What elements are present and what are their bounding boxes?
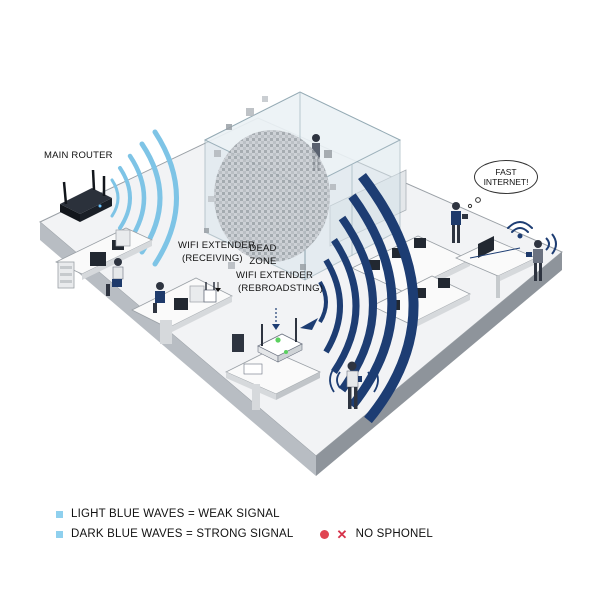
bubble-line-2: INTERNET! xyxy=(483,177,529,187)
extender-receiving-label-1: WIFI EXTENDER xyxy=(178,240,256,251)
no-phone-dot-icon xyxy=(319,529,329,539)
far-right-desk xyxy=(455,236,537,298)
speech-bubble-tail xyxy=(467,197,481,209)
speech-bubble: FAST INTERNET! xyxy=(474,160,538,194)
extender-receiving-label-2: (RECEIVING) xyxy=(182,253,243,264)
bubble-line-1: FAST xyxy=(495,167,517,177)
extender-pointer xyxy=(300,318,318,330)
no-phone-x-icon: ✕ xyxy=(336,526,348,542)
dead-zone-cloud xyxy=(204,96,336,270)
legend-strong-swatch xyxy=(56,530,63,538)
legend-no-phone-text: NO SPHONEL xyxy=(355,528,434,540)
legend-weak-text: LIGHT BLUE WAVES = WEAK SIGNAL xyxy=(71,508,280,520)
wifi-icon xyxy=(507,221,533,239)
main-router-label: MAIN ROUTER xyxy=(44,150,113,161)
dead-zone-arrow xyxy=(215,282,221,292)
dead-zone-label-1: DEAD xyxy=(249,243,277,254)
main-router xyxy=(60,169,112,222)
person-standing-fast xyxy=(451,202,468,243)
front-desk xyxy=(225,334,321,410)
receiving-extender xyxy=(203,282,217,303)
extender-rebroadcasting-label-1: WIFI EXTENDER xyxy=(236,270,314,281)
legend-weak-swatch xyxy=(56,510,63,518)
dead-zone-label-2: ZONE xyxy=(249,256,277,267)
strong-waves-extender xyxy=(318,172,419,424)
person-with-phone xyxy=(329,361,379,409)
weak-waves-router xyxy=(110,129,179,267)
wifi-waves-right xyxy=(545,233,557,255)
left-desks xyxy=(55,227,153,296)
legend-weak: LIGHT BLUE WAVES = WEAK SIGNAL xyxy=(56,508,280,520)
rebroadcasting-extender xyxy=(257,318,303,363)
legend-strong: DARK BLUE WAVES = STRONG SIGNAL ✕ NO SPH… xyxy=(56,526,434,542)
person-standing-right xyxy=(526,240,543,281)
legend-strong-text: DARK BLUE WAVES = STRONG SIGNAL xyxy=(71,528,294,540)
extender-rebroadcasting-label-2: (REBROADSTING) xyxy=(238,283,324,294)
extender-arrow xyxy=(272,308,280,330)
